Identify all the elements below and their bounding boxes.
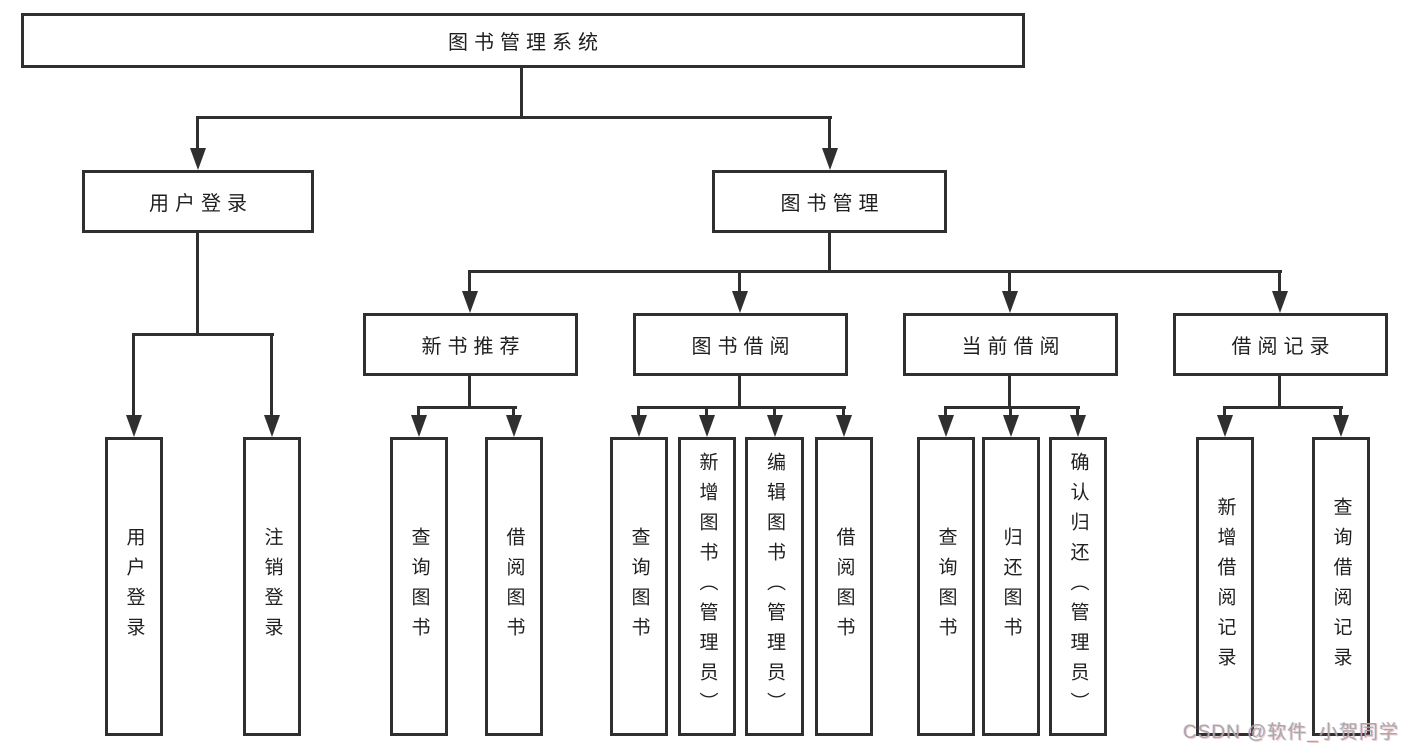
connector-line bbox=[705, 407, 708, 419]
arrowhead-icon bbox=[264, 415, 280, 437]
node-label: 新增图书（管理员） bbox=[696, 451, 718, 722]
arrowhead-icon bbox=[126, 415, 142, 437]
leaf-borrow-books-recommend: 借阅图书 bbox=[485, 437, 543, 736]
arrowhead-icon bbox=[1003, 415, 1019, 437]
connector-line bbox=[512, 407, 515, 419]
arrowhead-icon bbox=[938, 415, 954, 437]
connector-line bbox=[944, 406, 1080, 409]
connector-line bbox=[1008, 376, 1011, 409]
node-book-management: 图书管理 bbox=[712, 170, 947, 233]
node-label: 查询图书 bbox=[935, 526, 957, 647]
arrowhead-icon bbox=[462, 291, 478, 313]
connector-line bbox=[738, 271, 741, 293]
arrowhead-icon bbox=[631, 415, 647, 437]
connector-line bbox=[468, 271, 471, 293]
leaf-add-borrow-record: 新增借阅记录 bbox=[1196, 437, 1254, 736]
leaf-confirm-return-admin: 确认归还（管理员） bbox=[1049, 437, 1107, 736]
node-label: 注销登录 bbox=[261, 526, 283, 647]
leaf-logout: 注销登录 bbox=[243, 437, 301, 736]
leaf-user-login: 用户登录 bbox=[105, 437, 163, 736]
node-label: 新书推荐 bbox=[421, 336, 526, 358]
arrowhead-icon bbox=[732, 291, 748, 313]
node-label: 借阅图书 bbox=[833, 526, 855, 647]
node-new-book-recommend: 新书推荐 bbox=[363, 313, 578, 376]
connector-line bbox=[132, 334, 135, 418]
connector-line bbox=[417, 407, 420, 419]
connector-line bbox=[468, 270, 1282, 273]
connector-line bbox=[196, 118, 199, 152]
node-label: 图书借阅 bbox=[691, 336, 796, 358]
connector-line bbox=[1223, 406, 1343, 409]
arrowhead-icon bbox=[1002, 291, 1018, 313]
connector-line bbox=[842, 407, 845, 419]
csdn-watermark: CSDN @软件_小贺同学 bbox=[1183, 722, 1399, 743]
arrowhead-icon bbox=[1272, 291, 1288, 313]
node-label: 查询图书 bbox=[408, 526, 430, 647]
connector-line bbox=[1278, 376, 1281, 409]
node-root-library-system: 图书管理系统 bbox=[21, 13, 1025, 68]
connector-line bbox=[1076, 407, 1079, 419]
node-label: 用户登录 bbox=[149, 193, 253, 215]
node-label: 图书管理系统 bbox=[448, 32, 604, 54]
connector-line bbox=[773, 407, 776, 419]
node-label: 借阅记录 bbox=[1231, 336, 1336, 358]
connector-line bbox=[944, 407, 947, 419]
connector-line bbox=[637, 406, 846, 409]
node-label: 查询借阅记录 bbox=[1330, 496, 1352, 677]
arrowhead-icon bbox=[699, 415, 715, 437]
node-label: 用户登录 bbox=[123, 526, 145, 647]
arrowhead-icon bbox=[1217, 415, 1233, 437]
connector-line bbox=[270, 334, 273, 418]
connector-line bbox=[196, 233, 199, 336]
connector-line bbox=[1278, 271, 1281, 293]
arrowhead-icon bbox=[767, 415, 783, 437]
arrowhead-icon bbox=[1070, 415, 1086, 437]
node-label: 查询图书 bbox=[628, 526, 650, 647]
leaf-return-books: 归还图书 bbox=[982, 437, 1040, 736]
arrowhead-icon bbox=[836, 415, 852, 437]
connector-line bbox=[417, 406, 517, 409]
node-label: 当前借阅 bbox=[961, 336, 1066, 358]
connector-line bbox=[1339, 407, 1342, 419]
node-borrowing-records: 借阅记录 bbox=[1173, 313, 1388, 376]
connector-line bbox=[520, 68, 523, 118]
node-current-borrowing: 当前借阅 bbox=[903, 313, 1118, 376]
arrowhead-icon bbox=[506, 415, 522, 437]
connector-line bbox=[738, 376, 741, 409]
node-book-borrowing: 图书借阅 bbox=[633, 313, 848, 376]
node-label: 编辑图书（管理员） bbox=[764, 451, 785, 722]
connector-line bbox=[1008, 271, 1011, 293]
arrowhead-icon bbox=[1333, 415, 1349, 437]
node-label: 归还图书 bbox=[1000, 526, 1022, 647]
node-label: 新增借阅记录 bbox=[1214, 496, 1236, 677]
leaf-query-borrow-record: 查询借阅记录 bbox=[1312, 437, 1370, 736]
connector-line bbox=[196, 116, 832, 119]
leaf-borrow-books: 借阅图书 bbox=[815, 437, 873, 736]
leaf-query-books-recommend: 查询图书 bbox=[390, 437, 448, 736]
arrowhead-icon bbox=[822, 148, 838, 170]
leaf-add-books-admin: 新增图书（管理员） bbox=[678, 437, 736, 736]
arrowhead-icon bbox=[411, 415, 427, 437]
node-label: 确认归还（管理员） bbox=[1067, 451, 1089, 722]
leaf-edit-books-admin: 编辑图书（管理员） bbox=[745, 437, 804, 736]
connector-line bbox=[1009, 407, 1012, 419]
connector-line bbox=[468, 376, 471, 409]
node-label: 借阅图书 bbox=[503, 526, 525, 647]
connector-line bbox=[828, 118, 831, 152]
connector-line bbox=[637, 407, 640, 419]
node-label: 图书管理 bbox=[780, 193, 885, 215]
leaf-query-books-borrowing: 查询图书 bbox=[610, 437, 668, 736]
leaf-query-books-current: 查询图书 bbox=[917, 437, 975, 736]
connector-line bbox=[828, 233, 831, 273]
connector-line bbox=[1223, 407, 1226, 419]
arrowhead-icon bbox=[190, 148, 206, 170]
connector-line bbox=[132, 333, 274, 336]
node-user-login: 用户登录 bbox=[82, 170, 314, 233]
